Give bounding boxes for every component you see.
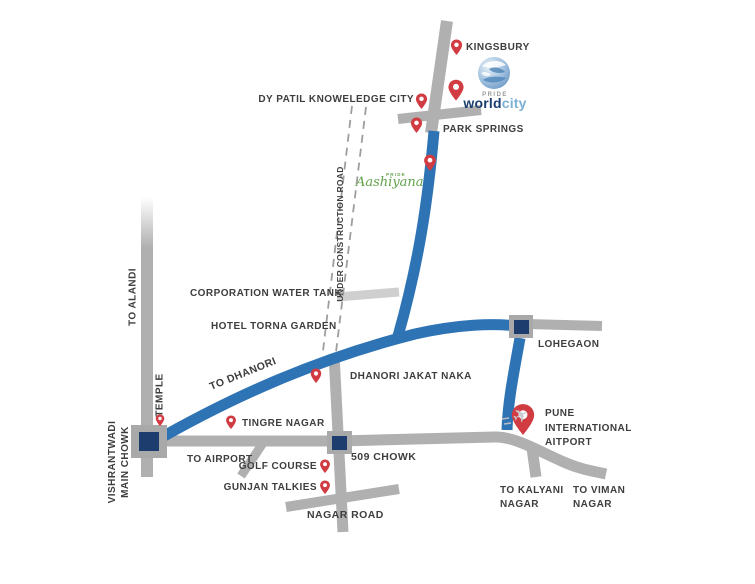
- label-viman-line2: NAGAR: [573, 499, 612, 510]
- pin-dhanori-jakat-naka: [310, 368, 322, 384]
- label-kalyani-line2: NAGAR: [500, 499, 539, 510]
- road-to-dhanori-blue: [147, 319, 524, 449]
- road-nagar: [285, 484, 400, 512]
- road-water-tank-stub: [336, 287, 400, 302]
- label-airport-line3: AITPORT: [545, 437, 593, 448]
- label-kingsbury: KINGSBURY: [466, 42, 530, 53]
- label-509-chowk: 509 CHOWK: [351, 451, 417, 463]
- aashiyana-pride-text: PRIDE: [386, 172, 406, 177]
- label-nagar-road: NAGAR ROAD: [307, 509, 384, 521]
- label-tingre-nagar: TINGRE NAGAR: [242, 418, 325, 429]
- label-vishrantwadi-main-chowk: VISHRANTWADI MAIN CHOWK: [106, 421, 132, 504]
- label-to-kalyani-nagar: TO KALYANI NAGAR: [500, 484, 564, 512]
- pwc-city: city: [501, 95, 527, 111]
- pin-kingsbury: [450, 39, 463, 56]
- road-lohegaon-east: [526, 319, 603, 331]
- pwc-world: world: [463, 95, 502, 111]
- pride-world-city-logo: PRIDE worldcity: [455, 54, 535, 111]
- road-kalyani-stub: [526, 447, 542, 478]
- label-to-airport: TO AIRPORT: [187, 454, 253, 465]
- label-airport-line1: PUNE: [545, 408, 575, 419]
- label-main-chowk: MAIN CHOWK: [120, 426, 131, 498]
- pin-pride-world-city: [447, 79, 465, 102]
- label-golf-course: GOLF COURSE: [238, 461, 317, 472]
- label-hotel-torna-garden: HOTEL TORNA GARDEN: [211, 321, 337, 332]
- pin-aashiyana: [423, 154, 437, 172]
- label-corporation-water-tank: CORPORATION WATER TANK: [190, 288, 343, 299]
- pwc-pride-text: PRIDE: [482, 92, 508, 98]
- pin-golf-course: [319, 459, 331, 474]
- road-golf-stub: [237, 440, 267, 479]
- aashiyana-script-text: Aashiyana: [356, 175, 424, 190]
- junction-509-chowk: [327, 431, 352, 454]
- pin-gunjan-talkies: [319, 480, 331, 495]
- label-lohegaon: LOHEGAON: [538, 339, 600, 350]
- label-dhanori-jakat-naka: DHANORI JAKAT NAKA: [350, 371, 472, 382]
- label-viman-line1: TO VIMAN: [573, 485, 626, 496]
- pin-tingre-nagar: [225, 415, 237, 430]
- label-kalyani-line1: TO KALYANI: [500, 485, 564, 496]
- label-park-springs: PARK SPRINGS: [443, 124, 524, 135]
- pwc-worldcity-text: worldcity: [455, 95, 535, 111]
- airport-pin: [508, 403, 538, 437]
- label-pune-international-airport: PUNE INTERNATIONAL AITPORT: [545, 407, 632, 451]
- label-to-viman-nagar: TO VIMAN NAGAR: [573, 484, 625, 512]
- label-airport-line2: INTERNATIONAL: [545, 422, 632, 434]
- road-lohegaon-south-blue: [501, 337, 526, 431]
- label-temple: TEMPLE: [154, 373, 166, 417]
- label-vishrantwadi: VISHRANTWADI: [107, 420, 118, 504]
- airplane-speed-lines: [502, 417, 512, 425]
- road-park-springs-cross: [397, 105, 482, 124]
- junction-vishrantwadi-main-chowk: [131, 425, 167, 458]
- pride-world-city-globe: [478, 57, 510, 89]
- label-under-construction-road: UNDER CONSTRUCTION ROAD: [335, 166, 345, 302]
- label-gunjan-talkies: GUNJAN TALKIES: [223, 482, 317, 493]
- pin-temple: [155, 414, 165, 427]
- pin-park-springs: [410, 117, 423, 134]
- junction-lohegaon: [509, 315, 533, 338]
- label-dy-patil: DY PATIL KNOWELEDGE CITY: [258, 94, 414, 105]
- label-to-alandi: TO ALANDI: [127, 268, 139, 326]
- aashiyana-logo: PRIDE Aashiyana: [356, 172, 424, 190]
- pin-dy-patil: [415, 93, 428, 110]
- road-airport-horizontal: [131, 431, 608, 480]
